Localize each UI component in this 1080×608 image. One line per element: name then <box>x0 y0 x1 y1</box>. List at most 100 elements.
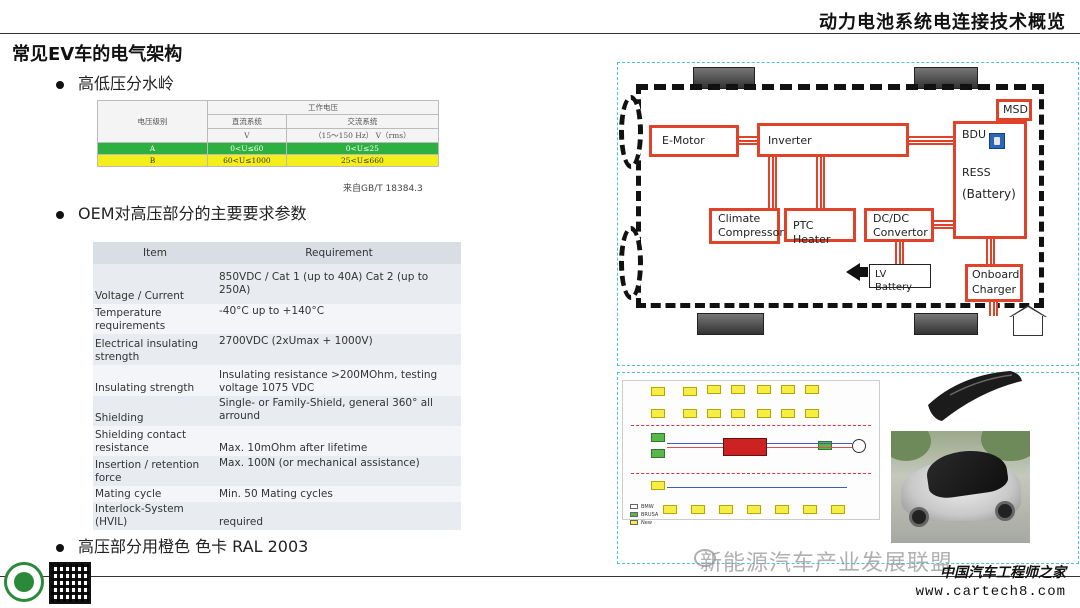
schematic-block <box>707 409 721 418</box>
schematic-divider <box>631 425 871 426</box>
schematic-block <box>747 505 761 514</box>
msd-label: MSD <box>1003 103 1028 116</box>
schematic-block <box>757 385 771 394</box>
cell-requirement: Max. 100N (or mechanical assistance) <box>217 456 461 486</box>
voltage-row-a: A 0<U≤60 0<U≤25 <box>97 142 440 155</box>
dcdc-label-line1: DC/DC <box>873 212 910 225</box>
legend-label: BRUSA <box>641 512 659 518</box>
photos-frame <box>617 372 1079 564</box>
legend-label: New <box>641 520 652 526</box>
wheel-arc-bottom <box>619 226 643 300</box>
msd-box: MSD <box>996 99 1032 121</box>
schematic-legend-brusa: BRUSA <box>630 512 658 518</box>
table-row: Insertion / retention force Max. 100N (o… <box>93 456 461 486</box>
voltage-level-b: B <box>97 154 208 167</box>
schematic-wire <box>667 487 847 488</box>
voltage-level-header: 电压级别 <box>97 100 208 143</box>
schematic-divider <box>631 473 871 474</box>
voltage-ac-a: 0<U≤25 <box>285 142 440 155</box>
dcdc-label-line2: Convertor <box>873 226 928 240</box>
schematic-block <box>651 433 665 442</box>
requirement-table: Item Requirement Voltage / Current 850VD… <box>93 242 461 531</box>
lv-battery-label: LV Battery <box>875 269 913 293</box>
watermark-text: 新能源汽车产业发展联盟 <box>700 551 954 576</box>
voltage-ac-b: 25<U≤660 <box>285 154 440 167</box>
connector-emotor-inverter <box>739 136 757 145</box>
cell-requirement: -40°C up to +140°C <box>217 304 461 334</box>
slide-title: 常见EV车的电气架构 <box>12 44 183 65</box>
architecture-frame <box>617 62 1079 366</box>
qr-code <box>49 562 91 604</box>
climate-label-line1: Climate <box>718 212 761 225</box>
wechat-icon <box>694 549 716 567</box>
table-row: Mating cycle Min. 50 Mating cycles <box>93 486 461 502</box>
schematic-legend-new: New <box>630 520 652 526</box>
dc-header: 直流系统 <box>207 114 287 129</box>
ptc-heater-box: PTC Heater <box>784 208 856 246</box>
bullet-dot-icon <box>56 210 64 219</box>
bullet-voltage-divide: 高低压分水岭 <box>56 70 174 94</box>
bullet-text: OEM对高压部分的主要要求参数 <box>78 204 307 223</box>
cell-requirement: Min. 50 Mating cycles <box>217 486 461 502</box>
climate-label-line2: Compressor <box>718 225 784 239</box>
organization-logo <box>4 562 44 602</box>
working-voltage-header: 工作电压 <box>207 100 439 115</box>
lv-battery-box: LV Battery <box>869 264 931 293</box>
connector-inverter-ptc <box>816 157 825 209</box>
ac-header: 交流系统 <box>285 114 440 129</box>
table-row: Interlock-System (HVIL) required <box>93 502 461 531</box>
table-row: Shielding Single- or Family-Shield, gene… <box>93 396 461 426</box>
ac-unit: （15～150 Hz） V（rms） <box>285 128 440 143</box>
schematic-block <box>683 409 697 418</box>
header-divider <box>0 33 1080 34</box>
schematic-block <box>805 385 819 394</box>
charger-label-line1: Onboard <box>972 268 1020 281</box>
emotor-label: E-Motor <box>662 134 705 147</box>
connector-inverter-bdu <box>909 136 953 145</box>
house-icon <box>1009 305 1047 317</box>
connector-dcdc-ress <box>934 220 953 229</box>
legend-label: BMW <box>641 504 654 510</box>
voltage-table-source: 来自GB/T 18384.3 <box>343 184 423 194</box>
wheel-rear-bottom <box>914 313 978 335</box>
car-wheel <box>909 507 929 527</box>
schematic-block <box>731 409 745 418</box>
schematic-block <box>707 385 721 394</box>
inverter-label: Inverter <box>768 134 812 147</box>
cell-requirement: 850VDC / Cat 1 (up to 40A) Cat 2 (up to … <box>217 264 461 304</box>
lv-battery-arrow-icon <box>846 263 860 281</box>
lv-battery-arrow-icon <box>858 267 868 277</box>
voltage-class-table: 电压级别 工作电压 直流系统 交流系统 V （15～150 Hz） V（rms）… <box>97 100 440 167</box>
connector-ress-charger <box>986 239 995 264</box>
schematic-block <box>781 385 795 394</box>
bdu-label: BDU <box>962 128 987 141</box>
photo-tree <box>891 431 931 461</box>
table-row: Voltage / Current 850VDC / Cat 1 (up to … <box>93 264 461 304</box>
schematic-block <box>781 409 795 418</box>
table-row: Insulating strength Insulating resistanc… <box>93 365 461 396</box>
cell-requirement: required <box>217 502 461 531</box>
schematic-block <box>651 481 665 490</box>
schematic-block <box>803 505 817 514</box>
cell-item: Insertion / retention force <box>93 456 217 486</box>
schematic-block <box>691 505 705 514</box>
dc-unit: V <box>207 128 287 143</box>
emotor-box: E-Motor <box>649 125 739 157</box>
bullet-dot-icon <box>56 80 64 89</box>
schematic-block <box>683 387 697 396</box>
bullet-oem-requirements: OEM对高压部分的主要要求参数 <box>56 200 307 224</box>
schematic-block <box>818 441 832 450</box>
schematic-block <box>805 409 819 418</box>
cell-item: Temperature requirements <box>93 304 217 334</box>
table-row: Electrical insulating strength 2700VDC (… <box>93 334 461 365</box>
voltage-dc-b: 60<U≤1000 <box>207 154 287 167</box>
schematic-controller <box>723 438 767 456</box>
solar-roof-car-photo <box>891 431 1030 543</box>
bullet-dot-icon <box>56 543 64 552</box>
schematic-block <box>651 387 665 396</box>
battery-label: (Battery) <box>962 186 1016 201</box>
voltage-level-a: A <box>97 142 208 155</box>
wheel-front-bottom <box>697 313 764 335</box>
site-name: 中国汽车工程师之家 <box>940 565 1066 581</box>
wheel-arc-top <box>619 95 643 169</box>
